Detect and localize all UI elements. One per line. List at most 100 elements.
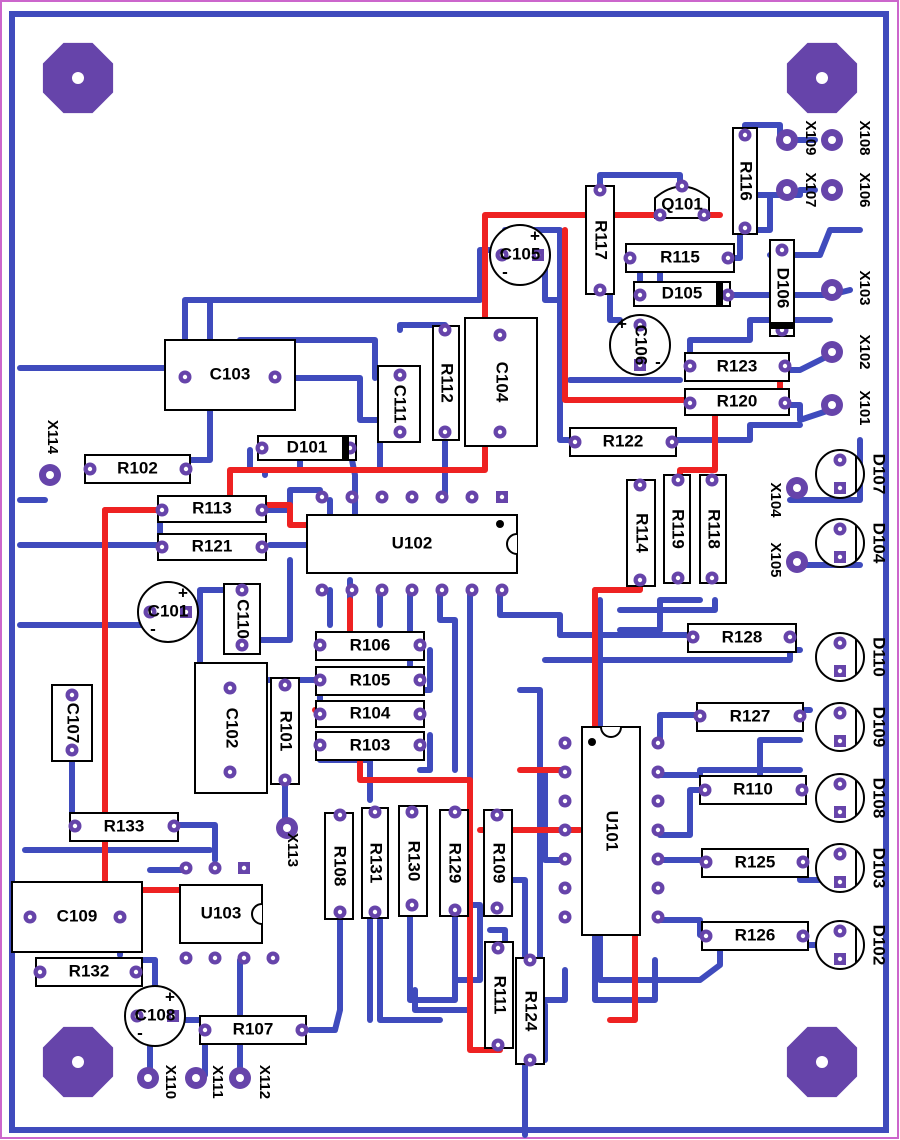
component-body xyxy=(701,921,809,951)
component-label: R127 xyxy=(730,706,771,725)
drill-hole xyxy=(495,945,501,951)
bottom-trace xyxy=(787,402,833,423)
drill-hole xyxy=(241,865,247,871)
drill-hole xyxy=(192,1074,200,1082)
component-label: R111 xyxy=(491,976,510,1015)
component-body xyxy=(270,677,300,785)
bottom-trace xyxy=(262,487,323,513)
drill-hole xyxy=(637,292,643,298)
drill-hole xyxy=(837,956,843,962)
drill-hole xyxy=(687,363,693,369)
drill-hole xyxy=(837,809,843,815)
component-c101: +-C101 xyxy=(137,581,199,643)
component-label: D102 xyxy=(870,925,889,966)
drill-hole xyxy=(687,400,693,406)
cathode-band xyxy=(716,282,723,306)
connector-x111: X111 xyxy=(185,1065,226,1099)
drill-hole xyxy=(469,587,475,593)
component-label: R124 xyxy=(522,991,541,1032)
component-r127: R127 xyxy=(693,702,807,732)
bottom-trace xyxy=(542,967,568,1003)
drill-hole xyxy=(319,494,325,500)
component-label: D105 xyxy=(662,283,703,302)
connector-x101: X101 xyxy=(821,390,873,426)
drill-hole xyxy=(703,933,709,939)
component-r118: R118 xyxy=(699,473,727,585)
component-label: C104 xyxy=(493,362,512,403)
connector-x107: X107 xyxy=(776,172,819,208)
drill-hole xyxy=(562,798,568,804)
component-c108: +-C108 xyxy=(124,985,186,1047)
component-d109: D109 xyxy=(815,702,889,752)
component-r111: R111 xyxy=(484,941,514,1052)
drill-hole xyxy=(372,809,378,815)
component-body xyxy=(361,807,389,919)
drill-hole xyxy=(725,292,731,298)
component-body xyxy=(306,514,518,574)
drill-hole xyxy=(499,587,505,593)
drill-hole xyxy=(319,587,325,593)
component-label: R118 xyxy=(705,509,724,549)
drill-hole xyxy=(317,677,323,683)
drill-hole xyxy=(494,905,500,911)
drill-hole xyxy=(37,969,43,975)
component-r121: R121 xyxy=(155,533,269,561)
drill-hole xyxy=(417,742,423,748)
component-r113: R113 xyxy=(155,495,269,523)
connector-x104: X104 xyxy=(767,477,808,518)
connector-label: X108 xyxy=(856,120,873,155)
drill-hole xyxy=(837,526,843,532)
bottom-trace xyxy=(507,877,528,963)
pin1-dot xyxy=(588,738,596,746)
drill-hole xyxy=(397,372,403,378)
component-c104: C104 xyxy=(464,317,538,447)
component-r108: R108 xyxy=(324,808,354,920)
drill-hole xyxy=(527,1057,533,1063)
drill-hole xyxy=(452,907,458,913)
drill-hole xyxy=(379,587,385,593)
component-r125: R125 xyxy=(699,848,810,878)
drill-hole xyxy=(349,587,355,593)
component-label: D107 xyxy=(870,454,889,495)
component-body xyxy=(137,581,199,643)
component-label: D110 xyxy=(870,637,889,677)
component-label: R104 xyxy=(350,703,391,722)
drill-hole xyxy=(675,477,681,483)
drill-hole xyxy=(227,769,233,775)
drill-hole xyxy=(159,544,165,550)
drill-hole xyxy=(597,187,603,193)
component-r123: R123 xyxy=(683,352,792,382)
component-label: D109 xyxy=(870,707,889,748)
drill-hole xyxy=(317,742,323,748)
drill-hole xyxy=(69,692,75,698)
component-d105: D105 xyxy=(633,281,735,307)
component-r110: R110 xyxy=(698,775,809,805)
component-d103: D103 xyxy=(815,843,889,893)
component-label: C107 xyxy=(64,703,83,744)
component-label: R106 xyxy=(350,635,391,654)
plus-mark: + xyxy=(530,226,540,245)
connector-x108: X108 xyxy=(821,120,873,156)
drill-hole xyxy=(499,252,505,258)
component-c111: C111 xyxy=(377,365,421,443)
drill-hole xyxy=(637,322,643,328)
drill-hole xyxy=(655,856,661,862)
component-label: R114 xyxy=(633,513,652,553)
component-body xyxy=(684,352,790,382)
component-label: R110 xyxy=(733,779,773,798)
notch xyxy=(506,533,518,555)
component-body xyxy=(815,702,865,752)
component-label: R126 xyxy=(735,925,776,944)
bottom-trace xyxy=(592,877,658,1003)
component-r102: R102 xyxy=(83,454,193,484)
connector-x102: X102 xyxy=(821,334,873,370)
connector-label: X104 xyxy=(767,482,784,518)
drill-hole xyxy=(27,914,33,920)
component-label: D108 xyxy=(870,778,889,819)
drill-hole xyxy=(239,642,245,648)
connector-x106: X106 xyxy=(821,172,873,208)
connector-label: X101 xyxy=(856,390,873,425)
component-c107: C107 xyxy=(51,684,93,762)
